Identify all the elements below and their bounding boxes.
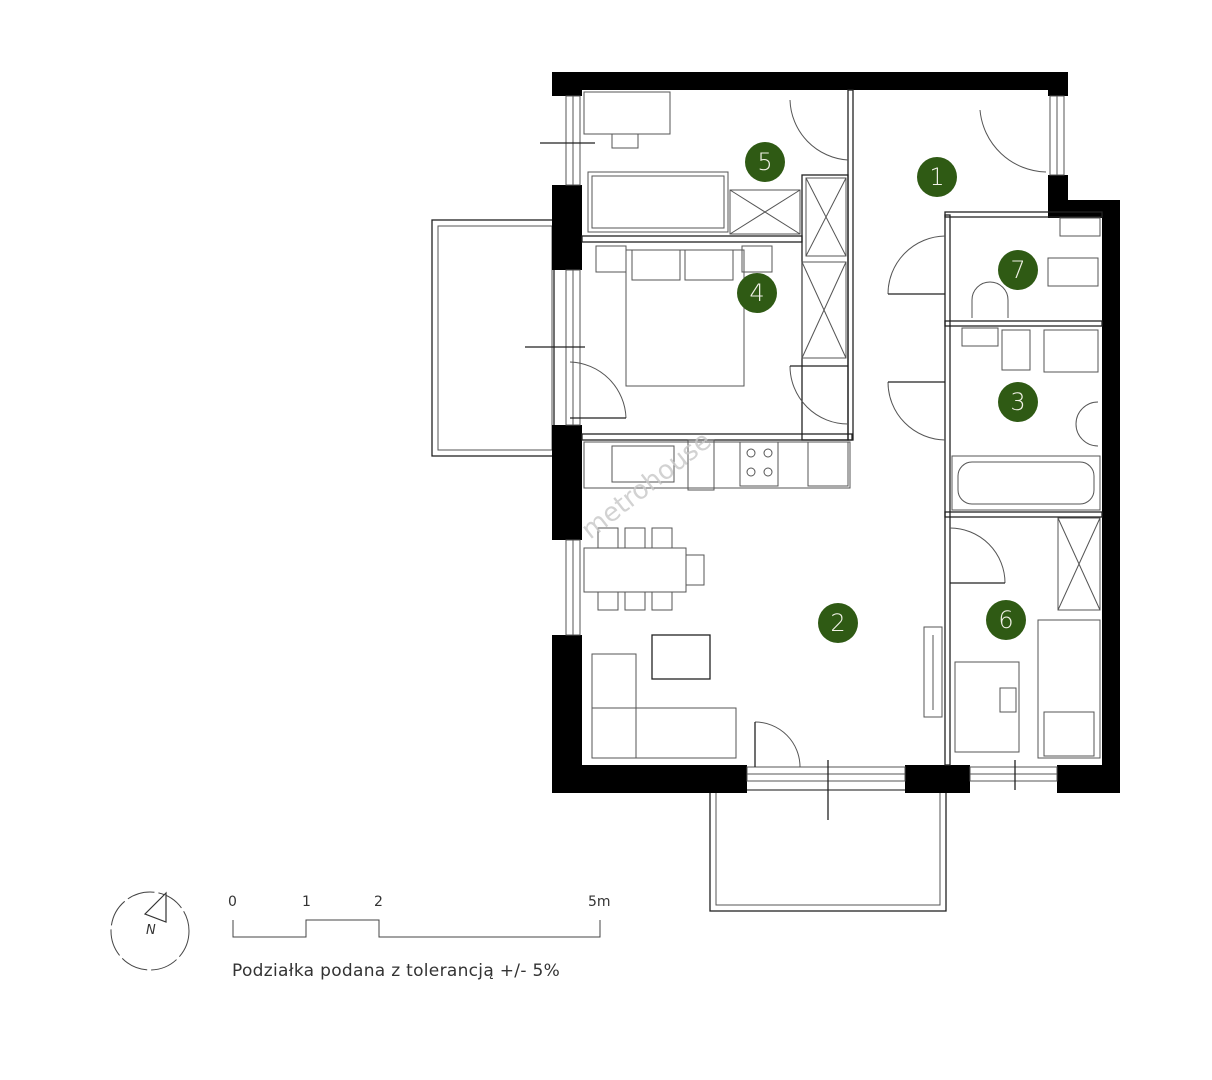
doors — [569, 99, 1047, 768]
scale-caption: Podziałka podana z tolerancją +/- 5% — [232, 961, 561, 981]
balcony-west — [431, 219, 555, 457]
svg-text:5m: 5m — [588, 894, 611, 910]
room-badge-2: 2 — [818, 603, 858, 643]
scale-bar: 0 1 2 5m — [228, 894, 611, 938]
svg-text:3: 3 — [1010, 388, 1025, 416]
room-badge-4: 4 — [737, 273, 777, 313]
watermark: metrohouse — [576, 426, 717, 546]
svg-text:6: 6 — [998, 606, 1013, 634]
svg-text:5: 5 — [757, 148, 772, 176]
outer-walls — [552, 72, 1120, 793]
svg-text:1: 1 — [302, 894, 311, 910]
svg-text:0: 0 — [228, 894, 237, 910]
room-badge-1: 1 — [917, 157, 957, 197]
svg-text:1: 1 — [929, 163, 944, 191]
room-badge-7: 7 — [998, 250, 1038, 290]
svg-text:2: 2 — [374, 894, 383, 910]
interior-walls — [581, 89, 1103, 766]
room-badge-5: 5 — [745, 142, 785, 182]
svg-text:4: 4 — [749, 279, 764, 307]
svg-text:2: 2 — [830, 609, 845, 637]
furniture — [583, 91, 1101, 759]
windows — [525, 95, 1065, 820]
svg-text:7: 7 — [1010, 256, 1025, 284]
compass-icon: N — [110, 891, 190, 971]
room-badge-6: 6 — [986, 600, 1026, 640]
room-badge-3: 3 — [998, 382, 1038, 422]
svg-text:N: N — [146, 923, 156, 938]
